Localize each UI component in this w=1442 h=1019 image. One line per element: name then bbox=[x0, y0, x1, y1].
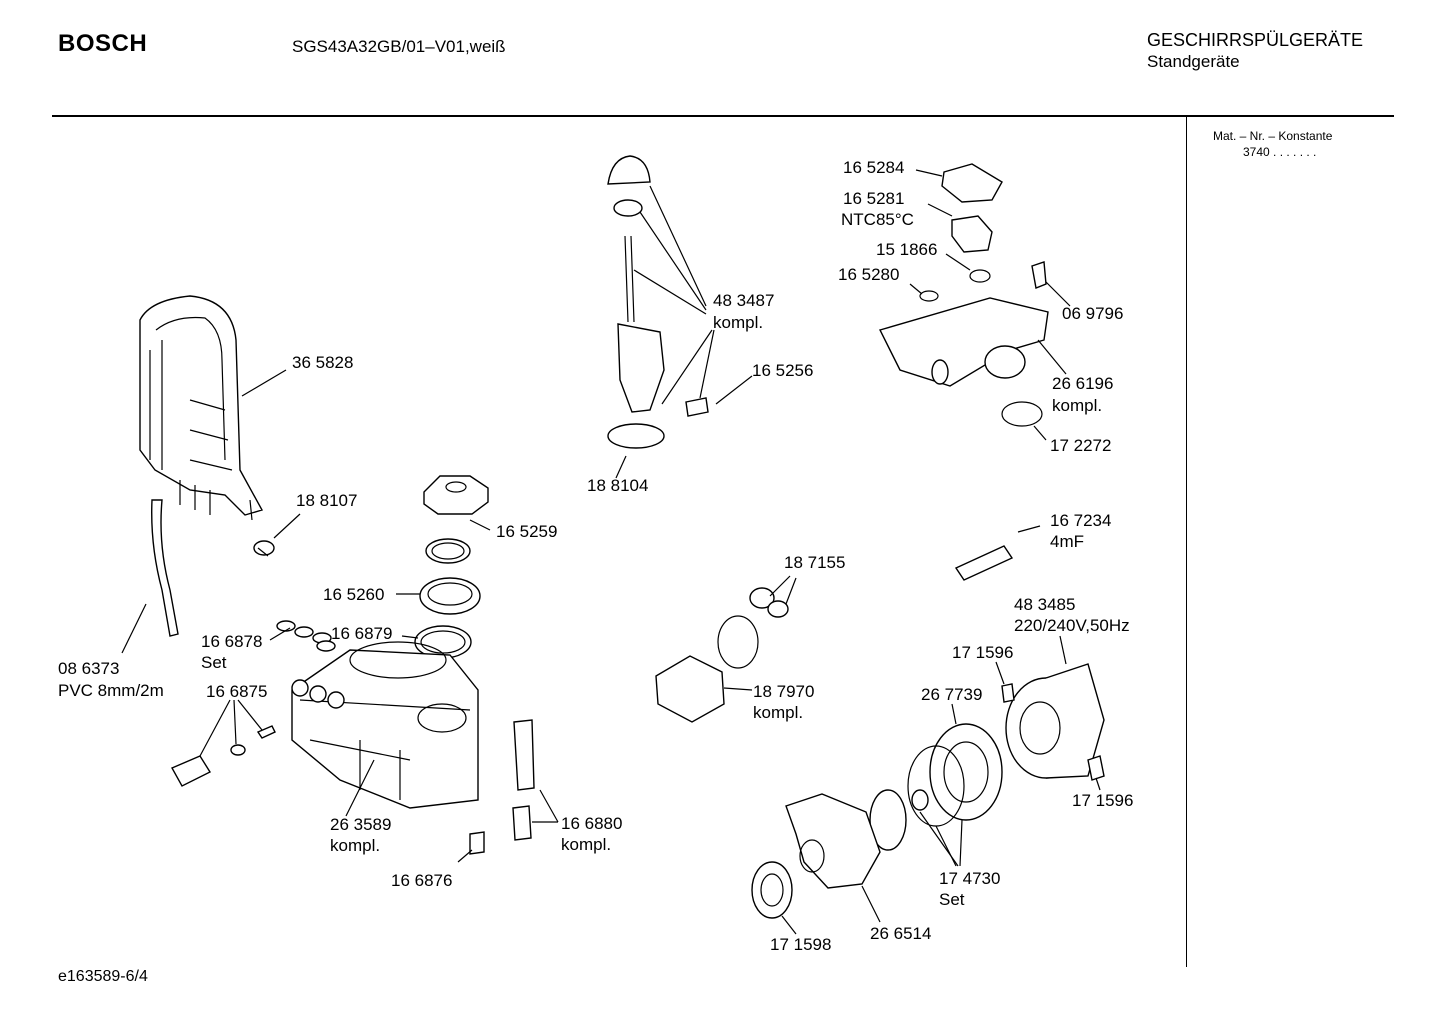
label-069796: 06 9796 bbox=[1062, 304, 1123, 323]
label-174730-desc: Set bbox=[939, 890, 965, 909]
disc-part bbox=[607, 423, 665, 449]
label-171598: 17 1598 bbox=[770, 935, 831, 954]
caps-set-part bbox=[276, 620, 336, 652]
category-title: GESCHIRRSPÜLGERÄTE bbox=[1147, 30, 1364, 50]
brand-logo: BOSCH bbox=[58, 30, 148, 57]
label-483485: 48 3485 bbox=[1014, 595, 1075, 614]
label-266196-desc: kompl. bbox=[1052, 396, 1102, 415]
leader-lines bbox=[121, 169, 1101, 935]
model-number: SGS43A32GB/01–V01,weiß bbox=[292, 37, 506, 56]
label-086373-desc: PVC 8mm/2m bbox=[58, 681, 164, 700]
header-rule bbox=[52, 115, 1394, 117]
label-188104: 18 8104 bbox=[587, 476, 648, 495]
label-263589-desc: kompl. bbox=[330, 836, 380, 855]
label-266514: 26 6514 bbox=[870, 924, 931, 943]
label-166878: 16 6878 bbox=[201, 632, 262, 651]
valve-part bbox=[171, 725, 276, 787]
heater-relay-part bbox=[655, 615, 759, 723]
threaded-ring-part bbox=[419, 577, 481, 615]
pressure-switch-part bbox=[1031, 261, 1047, 289]
label-166880: 16 6880 bbox=[561, 814, 622, 833]
label-172272: 17 2272 bbox=[1050, 436, 1111, 455]
label-263589: 26 3589 bbox=[330, 815, 391, 834]
pump-volute-part bbox=[785, 793, 881, 889]
label-151866: 15 1866 bbox=[876, 240, 937, 259]
rinse-aid-dispenser-part bbox=[512, 719, 535, 841]
sealing-ring-part bbox=[751, 861, 793, 919]
capacitor-part bbox=[954, 545, 1014, 581]
pvc-hose-part bbox=[151, 499, 179, 637]
label-167234-desc: 4mF bbox=[1050, 532, 1084, 551]
nut-part bbox=[423, 475, 489, 515]
label-483485-desc: 220/240V,50Hz bbox=[1014, 616, 1130, 635]
drawing-code: e163589-6/4 bbox=[58, 968, 148, 985]
pump-motor-part bbox=[1001, 663, 1105, 781]
label-165256: 16 5256 bbox=[752, 361, 813, 380]
label-166880-desc: kompl. bbox=[561, 835, 611, 854]
label-165284: 16 5284 bbox=[843, 158, 904, 177]
label-166876: 16 6876 bbox=[391, 871, 452, 890]
label-187970: 18 7970 bbox=[753, 682, 814, 701]
label-187155: 18 7155 bbox=[784, 553, 845, 572]
label-365828: 36 5828 bbox=[292, 353, 353, 372]
label-171596-top: 17 1596 bbox=[952, 643, 1013, 662]
label-266196: 26 6196 bbox=[1052, 374, 1113, 393]
hose-clamp-part bbox=[1001, 401, 1043, 427]
label-165259: 16 5259 bbox=[496, 522, 557, 541]
label-166879: 16 6879 bbox=[331, 624, 392, 643]
clip-part bbox=[253, 540, 275, 557]
label-165260: 16 5260 bbox=[323, 585, 384, 604]
connector-part bbox=[749, 587, 789, 618]
label-174730: 17 4730 bbox=[939, 869, 1000, 888]
label-167234: 16 7234 bbox=[1050, 511, 1111, 530]
label-187970-desc: kompl. bbox=[753, 703, 803, 722]
category-subtitle: Standgeräte bbox=[1147, 52, 1240, 71]
label-483487: 48 3487 bbox=[713, 291, 774, 310]
sensor-cover-part bbox=[941, 163, 1003, 203]
material-constant-value: 3740 . . . . . . . bbox=[1243, 145, 1317, 159]
label-171596-bottom: 17 1596 bbox=[1072, 791, 1133, 810]
label-086373: 08 6373 bbox=[58, 659, 119, 678]
label-166878-desc: Set bbox=[201, 653, 227, 672]
pump-housing-part bbox=[929, 723, 1003, 821]
side-panel-divider bbox=[1186, 117, 1187, 967]
label-166875: 16 6875 bbox=[206, 682, 267, 701]
label-165280: 16 5280 bbox=[838, 265, 899, 284]
dispenser-assembly-part bbox=[607, 155, 709, 417]
label-188107: 18 8107 bbox=[296, 491, 357, 510]
small-clip-part bbox=[469, 831, 485, 855]
sump-assembly-part bbox=[291, 641, 479, 809]
label-483487-desc: kompl. bbox=[713, 313, 763, 332]
label-165281: 16 5281 bbox=[843, 189, 904, 208]
label-267739: 26 7739 bbox=[921, 685, 982, 704]
seal-ring-part bbox=[425, 538, 471, 564]
sensor-assembly-part bbox=[878, 297, 1049, 387]
heat-exchanger-part bbox=[139, 295, 264, 521]
exploded-parts-diagram: 36 5828 18 8107 08 6373 PVC 8mm/2m 16 68… bbox=[58, 155, 1133, 954]
material-constant-label: Mat. – Nr. – Konstante bbox=[1213, 129, 1333, 143]
ntc-sensor-part bbox=[951, 215, 993, 253]
o-ring-part bbox=[919, 269, 991, 302]
label-165281-desc: NTC85°C bbox=[841, 210, 914, 229]
